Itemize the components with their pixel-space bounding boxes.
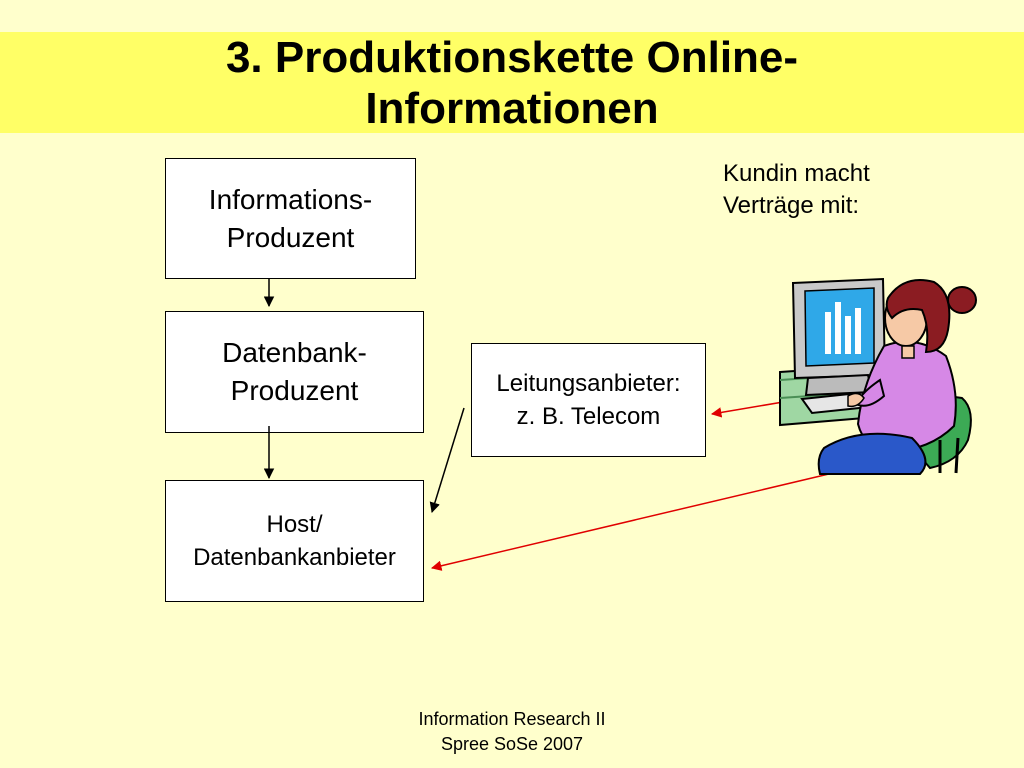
node-host: Host/ Datenbankanbieter bbox=[165, 480, 424, 602]
node-database-producer: Datenbank- Produzent bbox=[165, 311, 424, 433]
title-band bbox=[0, 32, 1024, 133]
woman-at-computer-icon bbox=[779, 277, 977, 475]
node-line-provider: Leitungsanbieter: z. B. Telecom bbox=[471, 343, 706, 457]
customer-note: Kundin macht Verträge mit: bbox=[723, 160, 870, 219]
arrow-line-to-host bbox=[429, 407, 465, 514]
node-information-producer: Informations- Produzent bbox=[165, 158, 416, 279]
slide-footer: Information Research II Spree SoSe 2007 bbox=[418, 709, 606, 754]
arrow-customer-to-host bbox=[430, 472, 834, 571]
slide-title: 3. Produktionskette Online- Informatione… bbox=[225, 33, 799, 133]
